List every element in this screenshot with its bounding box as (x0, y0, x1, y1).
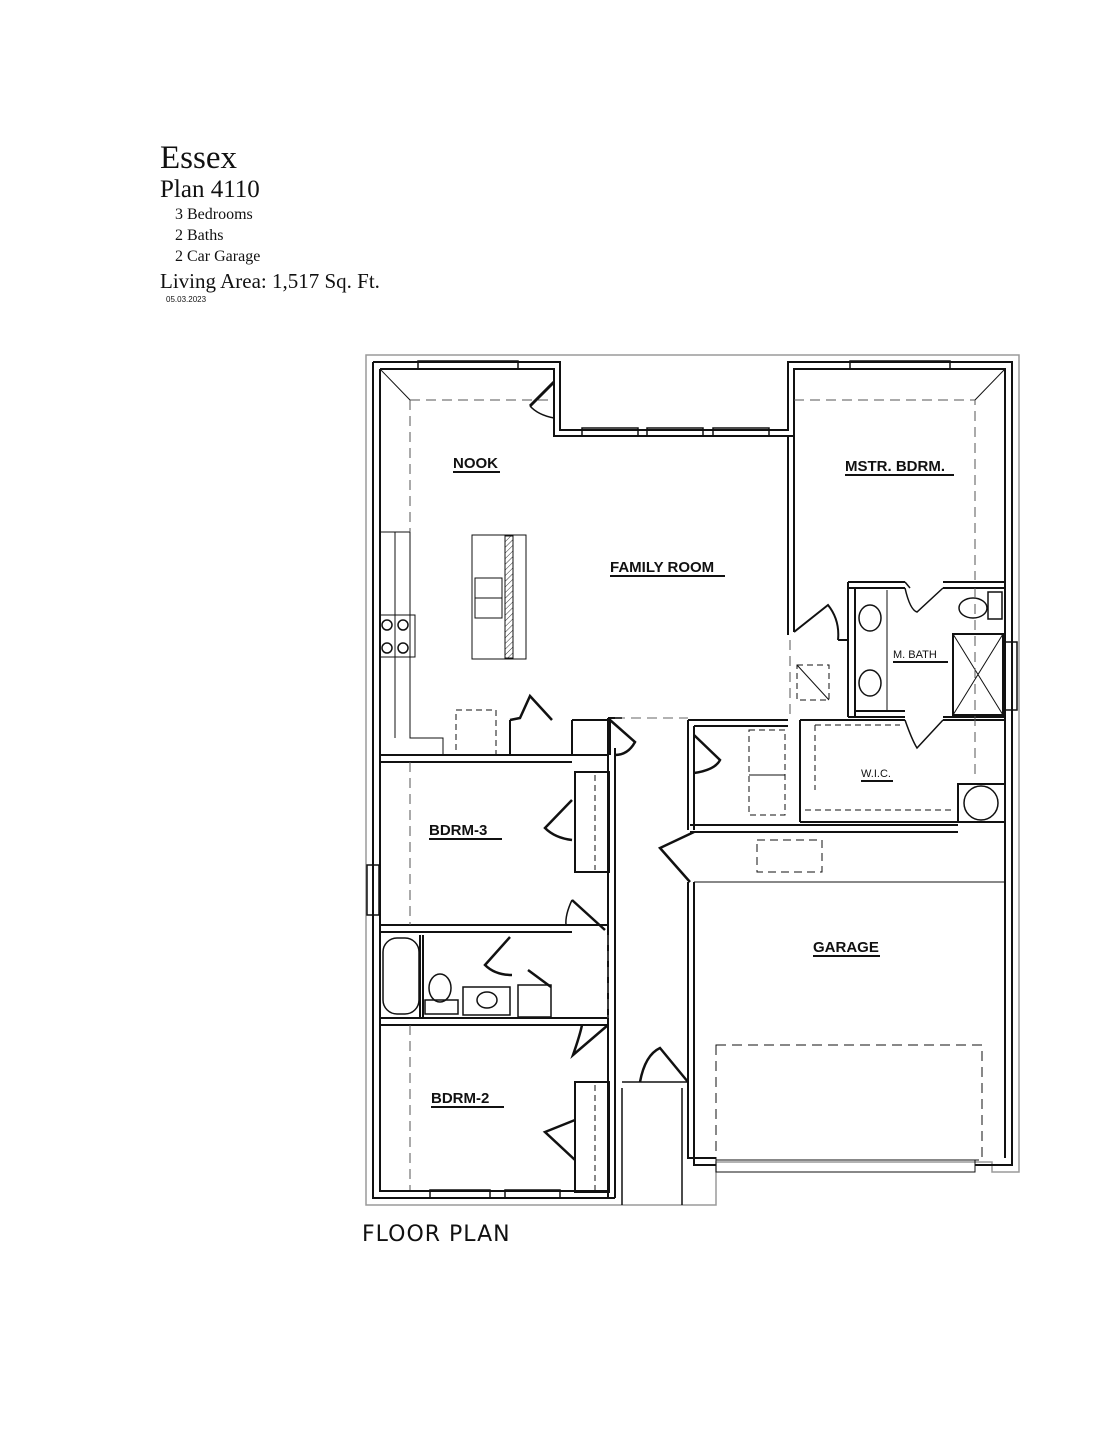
plan-title: Essex (160, 140, 237, 176)
plan-header: Essex Plan 4110 3 Bedrooms 2 Baths 2 Car… (160, 140, 380, 306)
room-label-master-bedroom: MSTR. BDRM. (845, 458, 945, 475)
room-label-wic: W.I.C. (861, 768, 891, 780)
room-label-bedroom2: BDRM-2 (431, 1090, 489, 1107)
room-label-master-bath: M. BATH (893, 649, 937, 661)
floor-plan-caption: FLOOR PLAN (362, 1222, 511, 1247)
spec-baths: 2 Baths (175, 227, 224, 244)
plan-date: 05.03.2023 (166, 295, 207, 304)
spec-bedrooms: 3 Bedrooms (175, 206, 253, 223)
room-label-garage: GARAGE (813, 939, 879, 956)
room-label-bedroom3: BDRM-3 (429, 822, 487, 839)
living-area: Living Area: 1,517 Sq. Ft. (160, 269, 380, 293)
plan-number: Plan 4110 (160, 176, 260, 203)
spec-garage: 2 Car Garage (175, 248, 261, 265)
room-label-nook: NOOK (453, 455, 498, 472)
room-label-family-room: FAMILY ROOM (610, 559, 714, 576)
